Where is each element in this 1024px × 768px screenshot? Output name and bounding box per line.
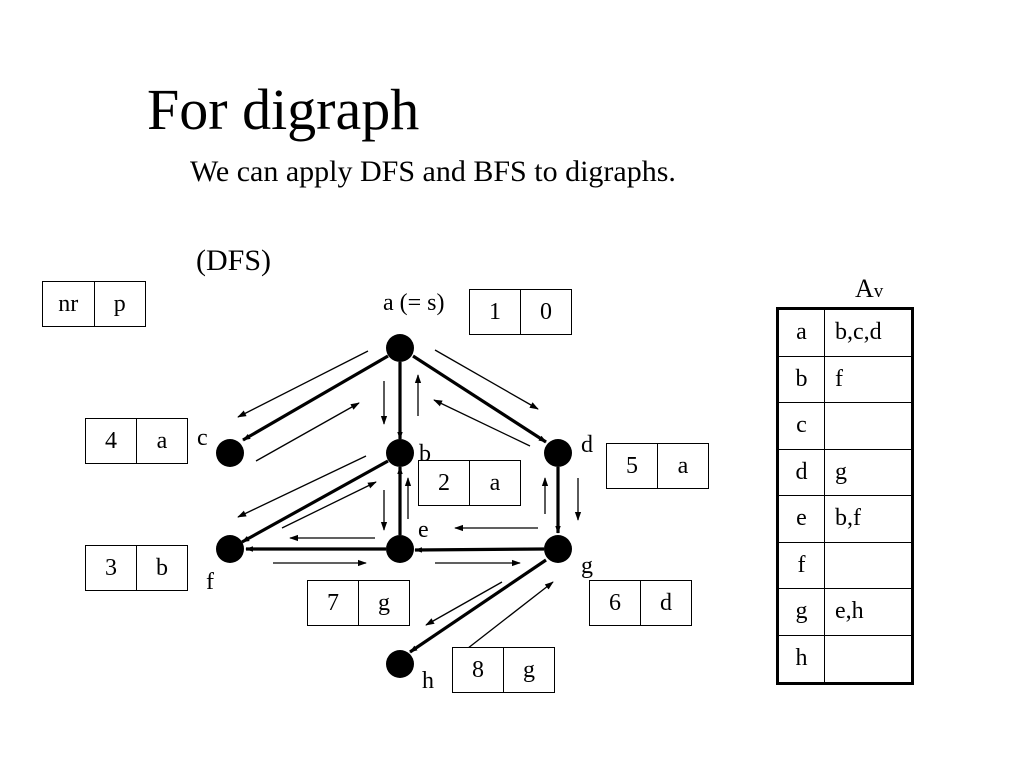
- graph-edges: [241, 354, 561, 654]
- legend-nr: nr: [43, 282, 95, 326]
- nr-value: 7: [308, 581, 359, 625]
- vertex-label-a: a (= s): [383, 290, 445, 316]
- adjacency-row: e b,f: [779, 496, 911, 543]
- adjacency-title: Av: [855, 274, 883, 304]
- nr-value: 4: [86, 419, 137, 463]
- graph-vertices: [216, 334, 572, 678]
- adjacency-row: h: [779, 635, 911, 683]
- vertex-box-a: 1 0: [469, 289, 572, 335]
- nr-value: 3: [86, 546, 137, 590]
- p-value: g: [523, 656, 535, 683]
- p-value: 0: [540, 298, 552, 325]
- p-value: d: [660, 589, 672, 616]
- vertex-f: [216, 535, 244, 563]
- adjacency-list: b,c,d: [835, 319, 882, 346]
- nr-value: 2: [419, 461, 470, 505]
- trace-arrow: [462, 581, 554, 653]
- adjacency-title-main: A: [855, 274, 874, 303]
- method-label: (DFS): [196, 244, 272, 277]
- vertex-h: [386, 650, 414, 678]
- adjacency-row: a b,c,d: [779, 310, 911, 357]
- adjacency-list: e,h: [835, 598, 864, 625]
- vertex-box-e: 7 g: [307, 580, 410, 626]
- nr-value: 6: [590, 581, 641, 625]
- p-value: a: [489, 469, 501, 496]
- edge-b-f: [241, 459, 389, 544]
- adjacency-list: f: [835, 365, 843, 392]
- adjacency-list: g: [835, 458, 847, 485]
- trace-arrow: [237, 455, 367, 518]
- p-value: a: [156, 427, 168, 454]
- nr-value: 5: [607, 444, 658, 488]
- adjacency-list: [825, 543, 911, 589]
- adjacency-vertex: g: [779, 589, 825, 635]
- legend-box: nr p: [42, 281, 146, 327]
- p-value: g: [378, 589, 390, 616]
- nr-value: 1: [470, 290, 521, 334]
- trace-arrow: [434, 349, 539, 410]
- adjacency-vertex: d: [779, 449, 825, 495]
- trace-arrow: [433, 399, 531, 447]
- adjacency-vertex: c: [779, 403, 825, 449]
- vertex-box-b: 2 a: [418, 460, 521, 506]
- vertex-label-c: c: [197, 425, 208, 451]
- slide-subtitle: We can apply DFS and BFS to digraphs.: [190, 155, 676, 188]
- p-value: a: [677, 452, 689, 479]
- traversal-arrows: [237, 349, 582, 653]
- adjacency-vertex: e: [779, 496, 825, 542]
- vertex-c: [216, 439, 244, 467]
- adjacency-row: c: [779, 403, 911, 450]
- vertex-a: [386, 334, 414, 362]
- adjacency-vertex: f: [779, 542, 825, 588]
- vertex-d: [544, 439, 572, 467]
- vertex-label-d: d: [581, 432, 593, 458]
- vertex-box-c: 4 a: [85, 418, 188, 464]
- trace-arrow: [281, 481, 377, 529]
- edge-g-e: [414, 547, 545, 553]
- vertex-label-f: f: [206, 569, 214, 595]
- vertex-g: [544, 535, 572, 563]
- adjacency-list: [825, 636, 911, 683]
- adjacency-row: f: [779, 542, 911, 589]
- trace-arrow: [255, 402, 360, 462]
- p-value: b: [156, 554, 168, 581]
- vertex-box-g: 6 d: [589, 580, 692, 626]
- vertex-label-g: g: [581, 553, 593, 579]
- edge-g-h: [409, 558, 547, 654]
- vertex-box-h: 8 g: [452, 647, 555, 693]
- edge-a-d: [412, 354, 547, 444]
- adjacency-vertex: a: [779, 310, 825, 356]
- nr-value: 8: [453, 648, 504, 692]
- vertex-box-f: 3 b: [85, 545, 188, 591]
- trace-arrow: [237, 350, 369, 418]
- edge-a-c: [242, 354, 389, 442]
- adjacency-row: g e,h: [779, 589, 911, 636]
- vertex-e: [386, 535, 414, 563]
- vertex-label-e: e: [418, 517, 429, 543]
- trace-arrow: [425, 581, 503, 626]
- adjacency-title-sub: v: [873, 281, 884, 302]
- adjacency-list: [825, 403, 911, 449]
- adjacency-vertex: h: [779, 635, 825, 682]
- vertex-b: [386, 439, 414, 467]
- vertex-label-h: h: [422, 668, 434, 694]
- adjacency-vertex: b: [779, 356, 825, 402]
- legend-p: p: [113, 290, 126, 317]
- adjacency-list: b,f: [835, 505, 861, 532]
- vertex-box-d: 5 a: [606, 443, 709, 489]
- slide-title: For digraph: [147, 77, 420, 142]
